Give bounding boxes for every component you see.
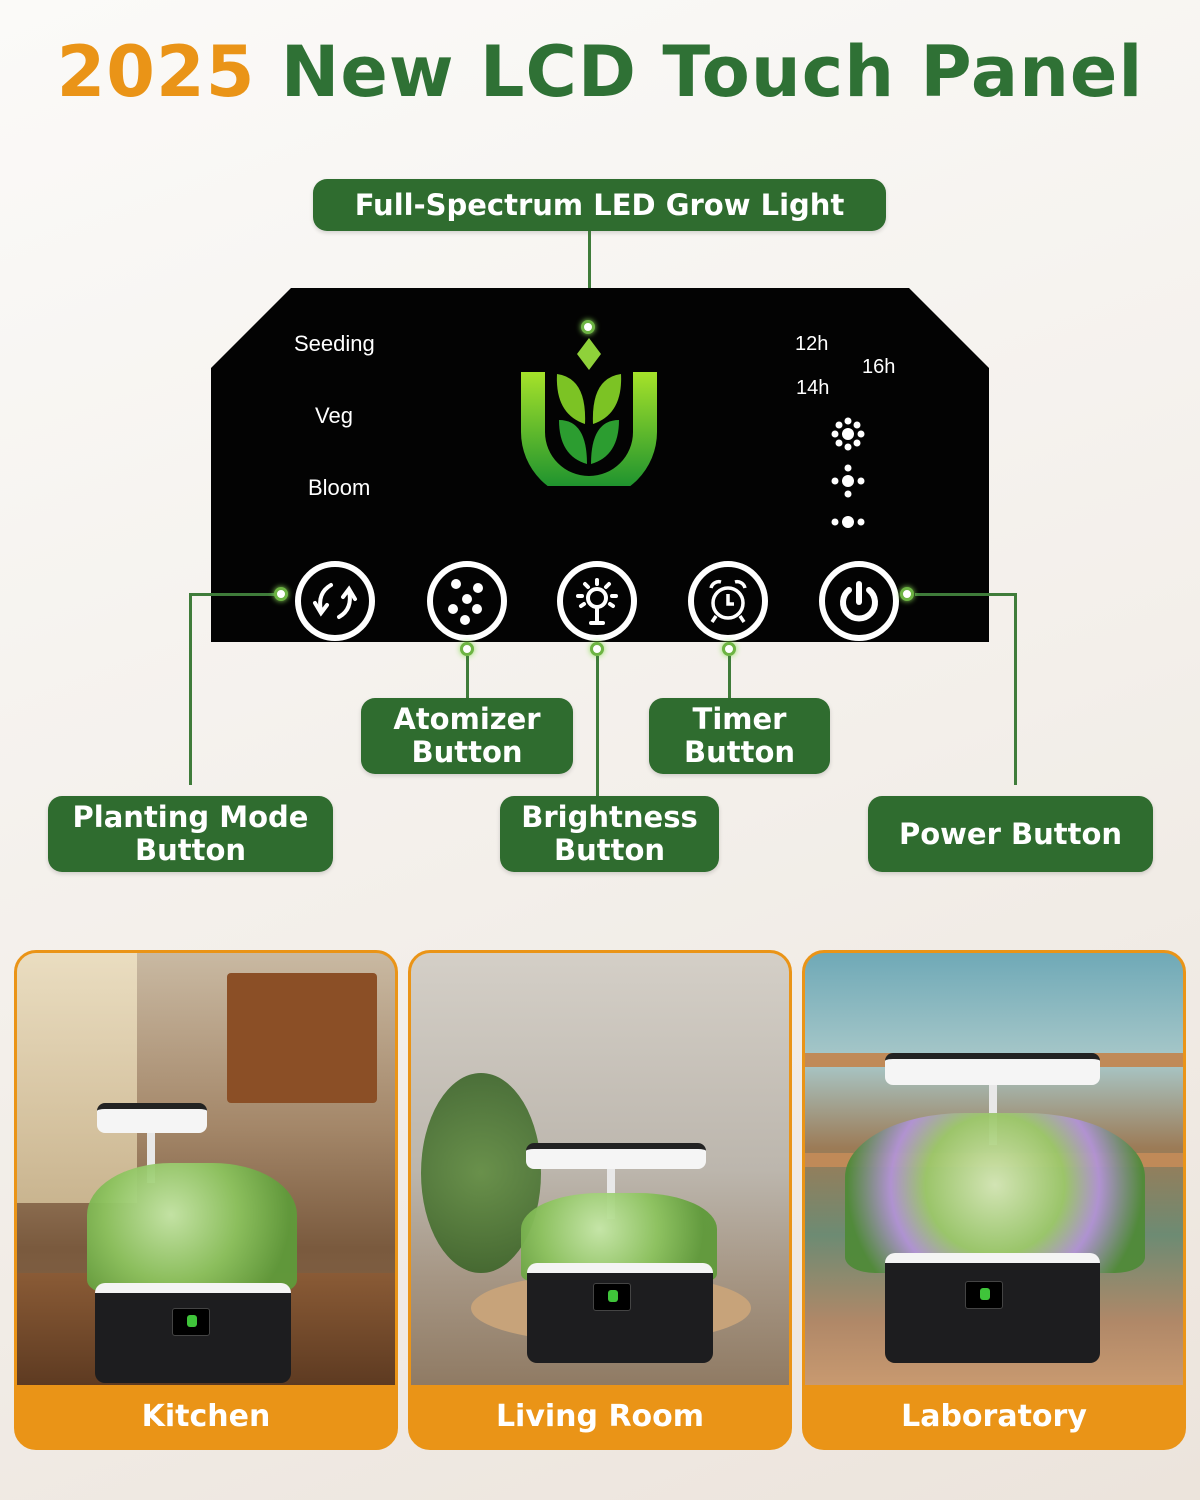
timer-button[interactable] (688, 561, 768, 641)
alarm-clock-icon (709, 579, 747, 623)
atomizer-label-line2: Button (411, 735, 523, 769)
connector-line (596, 656, 599, 796)
plant-logo-icon (519, 336, 659, 500)
light-bulb-icon (576, 578, 618, 625)
kitchen-photo (17, 953, 395, 1387)
lcd-touch-panel: Seeding Veg Bloom 12h 16h 14h (211, 288, 989, 642)
timer-label-line1: Timer (692, 702, 787, 736)
power-label-text: Power Button (898, 816, 1123, 851)
connector-line (1014, 593, 1017, 785)
atomizer-label-line1: Atomizer (393, 702, 541, 736)
brightness-high-icon (830, 416, 866, 456)
usage-scenes: Kitchen Living Room (0, 950, 1200, 1450)
hours-14: 14h (796, 377, 830, 399)
mode-veg: Veg (315, 403, 353, 428)
title-text: New LCD Touch Panel (280, 31, 1144, 113)
atomizer-label: Atomizer Button (361, 698, 573, 774)
cycle-arrows-icon (313, 583, 357, 619)
connector-line (915, 593, 1015, 596)
timer-label-line2: Button (683, 735, 796, 769)
connector-line (588, 231, 591, 321)
atomizer-button[interactable] (427, 561, 507, 641)
connector-line (189, 593, 192, 785)
scene-caption-laboratory: Laboratory (805, 1385, 1183, 1447)
planting-mode-label-line1: Planting Mode (72, 800, 309, 834)
planting-mode-label-line2: Button (134, 833, 247, 867)
page-title: 2025 New LCD Touch Panel (0, 30, 1200, 114)
brightness-label-line1: Brightness (521, 800, 698, 834)
planting-mode-label: Planting Mode Button (48, 796, 333, 872)
timer-label: Timer Button (649, 698, 830, 774)
brightness-dot (590, 642, 604, 656)
power-dot (900, 587, 914, 601)
power-label: Power Button (868, 796, 1153, 872)
brightness-label: Brightness Button (500, 796, 719, 872)
brightness-button[interactable] (557, 561, 637, 641)
scene-caption-kitchen: Kitchen (17, 1385, 395, 1447)
planting-mode-dot (274, 587, 288, 601)
power-icon (840, 581, 878, 622)
grow-light-label-text: Full-Spectrum LED Grow Light (354, 187, 845, 222)
brightness-low-icon (830, 514, 866, 534)
connector-line (466, 656, 469, 698)
connector-line (728, 656, 731, 698)
scene-caption-living-room: Living Room (411, 1385, 789, 1447)
power-button[interactable] (819, 561, 899, 641)
scene-card-kitchen: Kitchen (14, 950, 398, 1450)
grow-light-dot (581, 320, 595, 334)
hours-16: 16h (862, 356, 896, 378)
planting-mode-button[interactable] (295, 561, 375, 641)
hours-12: 12h (795, 333, 829, 355)
mist-dots-icon (448, 579, 483, 625)
brightness-mid-icon (830, 463, 866, 503)
brightness-label-line2: Button (553, 833, 666, 867)
grow-light-label: Full-Spectrum LED Grow Light (313, 179, 886, 231)
timer-dot (722, 642, 736, 656)
living-room-photo (411, 953, 789, 1387)
title-year: 2025 (56, 31, 256, 113)
scene-card-laboratory: Laboratory (802, 950, 1186, 1450)
atomizer-dot (460, 642, 474, 656)
laboratory-photo (805, 953, 1183, 1387)
scene-card-living-room: Living Room (408, 950, 792, 1450)
mode-seeding: Seeding (294, 331, 375, 356)
connector-line (189, 593, 282, 596)
mode-bloom: Bloom (308, 475, 371, 500)
